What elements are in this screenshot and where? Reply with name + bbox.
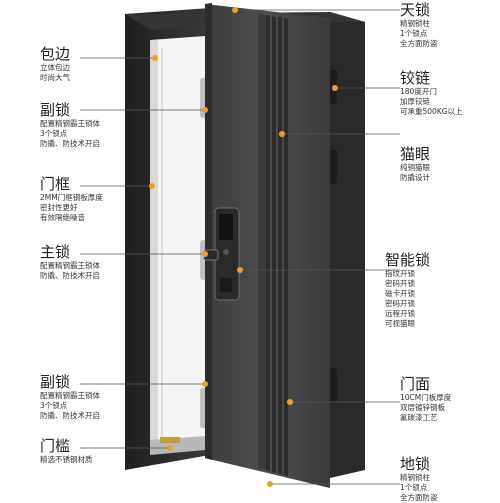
door-leaf [205, 3, 330, 488]
label-line: 双层镀锌钢板 [400, 403, 445, 412]
label-line: 防撬、防技术开启 [40, 271, 100, 280]
label-line: 防撬设计 [400, 173, 430, 182]
label-line: 精选不锈钢材质 [40, 455, 93, 464]
label-title: 门框 [40, 175, 71, 193]
dot-zhinengsuo [237, 267, 243, 273]
label-line: 10CM门板厚度 [400, 393, 452, 402]
label-title: 天锁 [400, 1, 431, 19]
dot-menkan [167, 445, 173, 451]
label-line: 精钢锁柱 [400, 19, 430, 28]
dot-baobian [152, 55, 158, 61]
label-line: 指纹开锁 [385, 269, 415, 278]
label-line: 全方面防盗 [400, 39, 438, 48]
label-line: 密码开锁 [385, 279, 415, 288]
label-line: 可视猫眼 [385, 319, 415, 328]
label-zhusuo: 主锁 配置精钢霸王锁体 防撬、防技术开启 [40, 244, 140, 281]
label-line: 远程开锁 [385, 309, 415, 318]
label-line: 配置精钢霸王锁体 [40, 119, 100, 128]
label-maoyan: 猫眼 纯铜猫眼 防撬设计 [400, 146, 500, 183]
label-line: 配置精钢霸王锁体 [40, 261, 100, 270]
dot-maoyan [279, 131, 285, 137]
label-line: 磁卡开锁 [385, 289, 415, 298]
label-line: 防撬、防技术开启 [40, 139, 100, 148]
label-line: 可承重500KG以上 [400, 107, 463, 116]
dot-zhusuo [202, 251, 208, 257]
label-menkuang: 门框 2MM门框钢板厚度 密封性更好 有效隔绝噪音 [40, 176, 140, 223]
dot-fusuo-bottom [202, 381, 208, 387]
label-line: 防撬、防技术开启 [40, 411, 100, 420]
label-line: 2MM门框钢板厚度 [40, 193, 103, 202]
label-line: 密封性更好 [40, 203, 78, 212]
label-line: 3个锁点 [40, 129, 68, 138]
label-title: 猫眼 [400, 145, 431, 163]
label-line: 氟碳漆工艺 [400, 413, 438, 422]
label-line: 配置精钢霸王锁体 [40, 391, 100, 400]
door-threshold [150, 436, 205, 455]
smart-lock [203, 207, 240, 301]
label-title: 地锁 [400, 455, 431, 473]
door-frame [125, 8, 365, 478]
label-line: 密码开锁 [385, 299, 415, 308]
label-title: 铰链 [400, 69, 431, 87]
label-line: 加厚铰链 [400, 97, 430, 106]
label-baobian: 包边 立体包边 时尚大气 [40, 46, 140, 83]
label-line: 立体包边 [40, 63, 70, 72]
label-fusuo-bottom: 副锁 配置精钢霸王锁体 3个锁点 防撬、防技术开启 [40, 374, 140, 421]
label-line: 时尚大气 [40, 73, 70, 82]
dot-jiaolian [332, 85, 338, 91]
label-line: 1个锁点 [400, 483, 428, 492]
label-line: 全方面防盗 [400, 493, 438, 502]
dot-disuo [267, 481, 273, 487]
label-line: 180度开门 [400, 87, 437, 96]
label-title: 包边 [40, 45, 71, 63]
label-title: 智能锁 [385, 251, 431, 269]
label-line: 纯铜猫眼 [400, 163, 430, 172]
label-tiansuo: 天锁 精钢锁柱 1个锁点 全方面防盗 [400, 2, 500, 49]
label-menmian: 门面 10CM门板厚度 双层镀锌钢板 氟碳漆工艺 [400, 376, 500, 423]
label-line: 精钢锁柱 [400, 473, 430, 482]
label-title: 门槛 [40, 437, 71, 455]
label-line: 1个锁点 [400, 29, 428, 38]
label-title: 主锁 [40, 243, 71, 261]
dot-menkuang [149, 183, 155, 189]
dot-fusuo-top [202, 107, 208, 113]
label-disuo: 地锁 精钢锁柱 1个锁点 全方面防盗 [400, 456, 500, 503]
label-line: 有效隔绝噪音 [40, 213, 85, 222]
label-title: 副锁 [40, 101, 71, 119]
label-menkan: 门槛 精选不锈钢材质 [40, 438, 140, 465]
label-line: 3个锁点 [40, 401, 68, 410]
leader-lines [80, 9, 400, 485]
feature-dots [149, 7, 338, 487]
label-fusuo-top: 副锁 配置精钢霸王锁体 3个锁点 防撬、防技术开启 [40, 102, 140, 149]
door-hinges [330, 70, 337, 402]
dot-tiansuo [232, 7, 238, 13]
dot-menmian [287, 399, 293, 405]
label-title: 副锁 [40, 373, 71, 391]
label-title: 门面 [400, 375, 431, 393]
label-jiaolian: 铰链 180度开门 加厚铰链 可承重500KG以上 [400, 70, 500, 117]
label-zhinengsuo: 智能锁 指纹开锁 密码开锁 磁卡开锁 密码开锁 远程开锁 可视猫眼 [385, 252, 485, 329]
